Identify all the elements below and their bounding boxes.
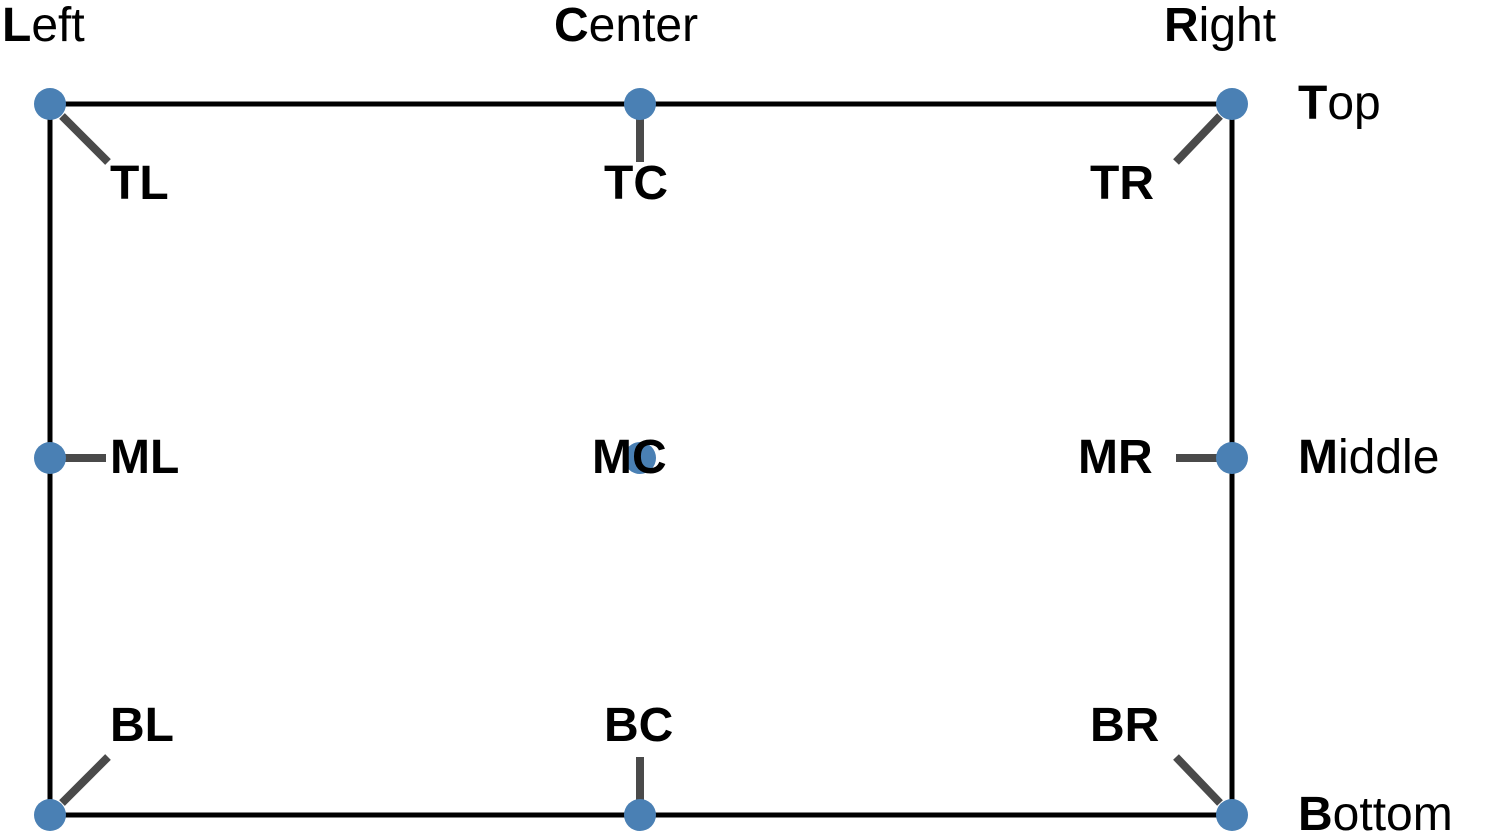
anchor-dot-bl[interactable] bbox=[34, 799, 66, 831]
edge-label-bottom-lead: B bbox=[1298, 788, 1333, 839]
leader-line-tr bbox=[1173, 113, 1223, 165]
edge-label-top-lead: T bbox=[1298, 77, 1328, 130]
edge-label-bottom: Bottom bbox=[1298, 791, 1453, 839]
anchor-dot-tc[interactable] bbox=[624, 88, 656, 120]
edge-label-center-lead: C bbox=[554, 0, 589, 52]
edge-label-middle: Middle bbox=[1298, 434, 1439, 482]
edge-label-left: Left bbox=[2, 2, 85, 50]
anchor-dot-tl[interactable] bbox=[34, 88, 66, 120]
anchor-dot-mr[interactable] bbox=[1216, 442, 1248, 474]
anchor-label-bl: BL bbox=[110, 699, 174, 752]
edge-label-top-rest: op bbox=[1327, 77, 1381, 130]
edge-label-center: Center bbox=[554, 2, 698, 50]
anchor-dot-ml[interactable] bbox=[34, 442, 66, 474]
anchor-label-tl: TL bbox=[110, 157, 169, 210]
edge-label-left-rest: eft bbox=[31, 0, 85, 52]
edge-label-center-rest: enter bbox=[588, 0, 699, 52]
leader-line-tl bbox=[59, 113, 111, 165]
anchor-dot-group bbox=[34, 88, 1248, 831]
anchor-label-ml: ML bbox=[110, 431, 180, 484]
edge-label-middle-rest: iddle bbox=[1337, 431, 1440, 484]
anchor-label-mc: MC bbox=[592, 431, 667, 484]
anchor-dot-mc[interactable] bbox=[624, 442, 656, 474]
leader-line-group bbox=[59, 113, 1223, 806]
leader-line-bl bbox=[59, 754, 111, 806]
anchor-label-mr: MR bbox=[1078, 431, 1153, 484]
anchor-label-tc: TC bbox=[604, 157, 668, 210]
edge-label-left-lead: L bbox=[2, 0, 32, 52]
edge-label-top: Top bbox=[1298, 80, 1381, 128]
edge-label-right: Right bbox=[1164, 2, 1276, 50]
anchor-dot-br[interactable] bbox=[1216, 799, 1248, 831]
edge-label-right-lead: R bbox=[1164, 0, 1199, 52]
edge-label-right-rest: ight bbox=[1198, 0, 1277, 52]
anchor-label-bc: BC bbox=[604, 699, 674, 752]
leader-line-br bbox=[1173, 754, 1223, 806]
anchor-dot-tr[interactable] bbox=[1216, 88, 1248, 120]
edge-label-bottom-rest: ottom bbox=[1332, 788, 1453, 839]
anchor-label-br: BR bbox=[1090, 699, 1160, 752]
anchor-label-tr: TR bbox=[1090, 157, 1154, 210]
edge-label-middle-lead: M bbox=[1298, 431, 1338, 484]
anchor-dot-bc[interactable] bbox=[624, 799, 656, 831]
